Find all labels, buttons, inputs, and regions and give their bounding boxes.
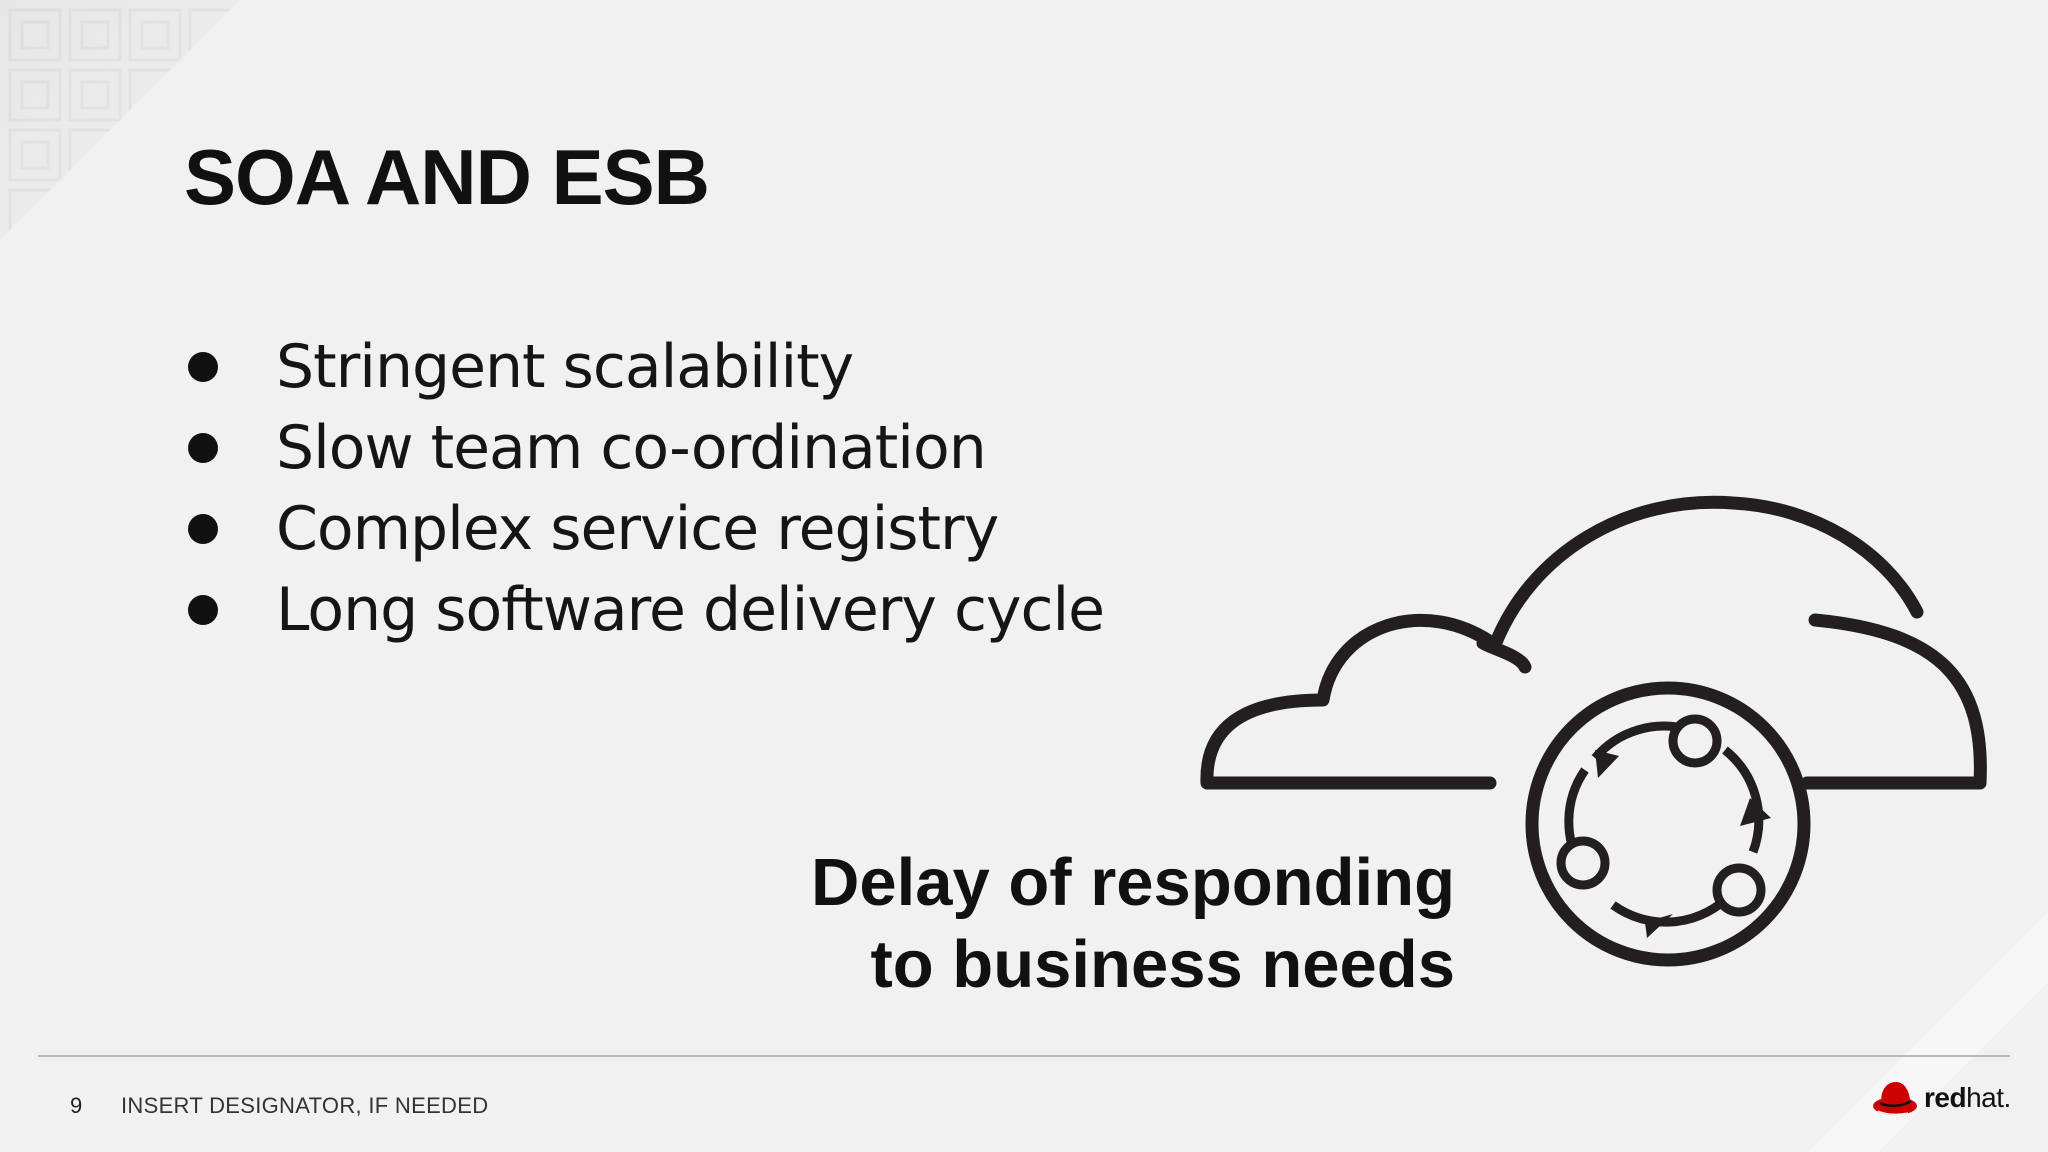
- bullet-text: Stringent scalability: [276, 331, 854, 402]
- bullet-dot-icon: [188, 432, 218, 463]
- cloud-cycle-icon: [1200, 495, 1987, 967]
- wordmark-bold: red: [1924, 1082, 1967, 1113]
- bullet-item: Complex service registry: [184, 488, 1104, 569]
- bullet-dot-icon: [188, 351, 218, 382]
- page-number: 9: [70, 1093, 83, 1118]
- callout-text: Delay of responding to business needs: [811, 842, 1455, 1006]
- bullet-text: Slow team co-ordination: [276, 412, 987, 483]
- callout-line-2: to business needs: [870, 927, 1455, 1002]
- bullet-dot-icon: [188, 513, 218, 544]
- bullet-text: Long software delivery cycle: [276, 574, 1105, 645]
- bullet-dot-icon: [188, 594, 218, 625]
- slide-title: SOA AND ESB: [184, 133, 710, 221]
- footer-divider: [38, 1055, 2010, 1057]
- redhat-wordmark: redhat.: [1924, 1082, 2011, 1114]
- wordmark-regular: hat.: [1966, 1082, 2011, 1113]
- callout-line-1: Delay of responding: [810, 845, 1455, 920]
- corner-stripe-decoration: [1808, 912, 2048, 1152]
- bullet-list: Stringent scalability Slow team co-ordin…: [184, 326, 1105, 650]
- redhat-logo: redhat.: [1872, 1076, 2011, 1120]
- footer-designator: INSERT DESIGNATOR, IF NEEDED: [121, 1093, 489, 1118]
- corner-pattern-decoration: [0, 0, 240, 240]
- bullet-item: Stringent scalability: [184, 326, 1104, 407]
- bullet-item: Slow team co-ordination: [184, 407, 1104, 488]
- redhat-hat-icon: [1873, 1082, 1917, 1116]
- bullet-text: Complex service registry: [276, 493, 999, 564]
- bullet-item: Long software delivery cycle: [184, 569, 1105, 650]
